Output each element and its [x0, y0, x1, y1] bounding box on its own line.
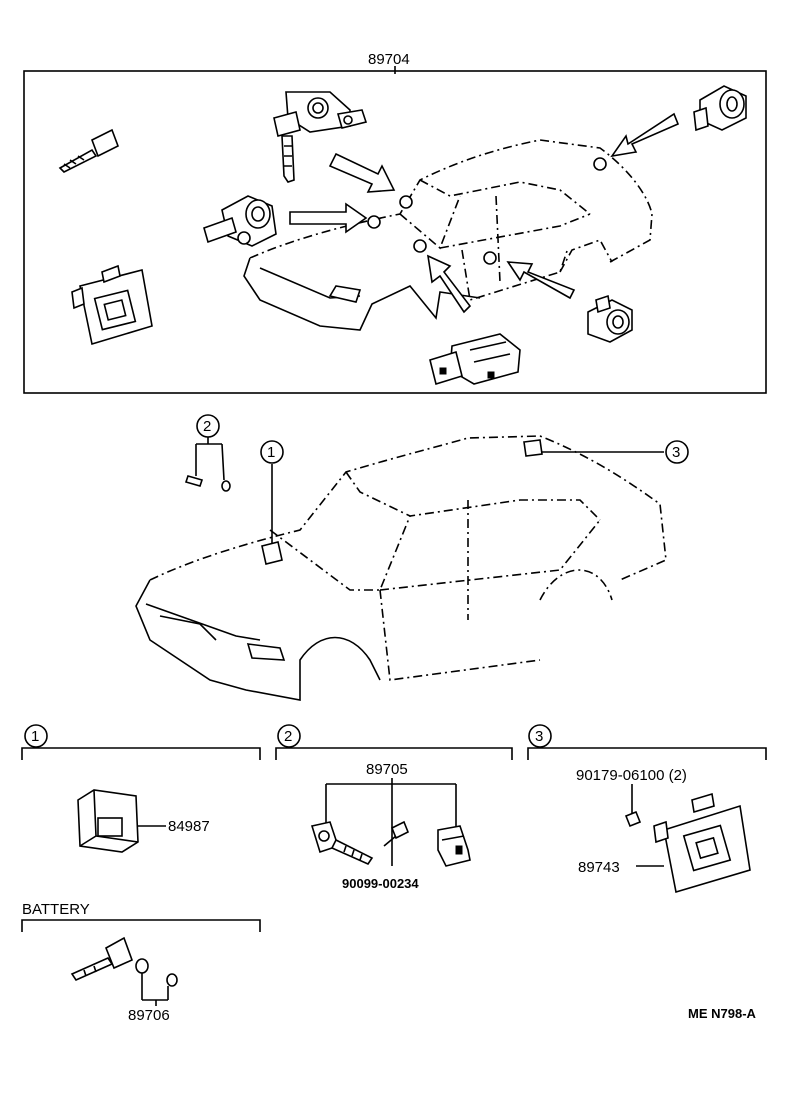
hood-switch-connector-icon	[429, 333, 521, 386]
callout-2: 2	[184, 414, 231, 492]
ignition-switch-icon	[203, 195, 277, 247]
connector-89705-icon	[437, 825, 471, 867]
key-89705-icon	[310, 821, 374, 866]
relay-84987-icon	[77, 789, 139, 853]
reference-code: ME N798-A	[688, 1006, 757, 1021]
door-lock-actuator-icon	[587, 294, 633, 343]
label-89704: 89704	[368, 51, 410, 68]
section-2: 2 89705 90099-00234	[275, 724, 513, 891]
nut-90179-icon	[624, 810, 642, 828]
arrow-5	[506, 261, 576, 300]
part-90179-06100-label: 90179-06100 (2)	[576, 767, 687, 784]
section-3-number: 3	[535, 728, 543, 745]
location-dots	[367, 157, 607, 265]
pointer-arrows	[289, 112, 680, 314]
part-89705-label: 89705	[366, 761, 408, 778]
callout-1: 1	[260, 440, 284, 464]
battery-heading: BATTERY	[22, 901, 90, 918]
screw-90099-icon	[383, 820, 410, 847]
arrow-4	[426, 254, 472, 314]
part-84987-label: 84987	[168, 818, 210, 835]
battery-section: BATTERY 89706	[21, 901, 261, 1024]
callout-3-label: 3	[672, 444, 680, 461]
alarm-control-module-89743-icon	[653, 792, 751, 894]
ring-a-icon	[135, 958, 149, 974]
section-1-number: 1	[31, 728, 39, 745]
arrow-1	[289, 202, 368, 234]
part-89706-label: 89706	[128, 1007, 170, 1024]
section-1: 1 84987	[21, 724, 261, 853]
part-89743-label: 89743	[578, 859, 620, 876]
key-89706-icon	[70, 936, 134, 982]
top-assembly-box: 89704	[23, 51, 767, 394]
arrow-3	[610, 112, 680, 158]
ring-b-icon	[166, 973, 178, 987]
part-90099-00234-label: 90099-00234	[342, 876, 419, 891]
door-lock-cylinder-icon	[273, 91, 368, 183]
car-outline-top	[243, 139, 653, 331]
section-3: 3 90179-06100 (2) 89743	[527, 724, 767, 894]
control-module-icon	[71, 264, 153, 346]
callout-3: 3	[665, 440, 689, 464]
arrow-2	[328, 152, 396, 193]
callout-2-label: 2	[203, 418, 211, 435]
key-icon	[58, 128, 120, 173]
car-outline-middle	[135, 435, 667, 701]
callout-1-label: 1	[267, 444, 275, 461]
trunk-lock-cylinder-icon	[693, 85, 747, 132]
section-2-number: 2	[284, 728, 292, 745]
